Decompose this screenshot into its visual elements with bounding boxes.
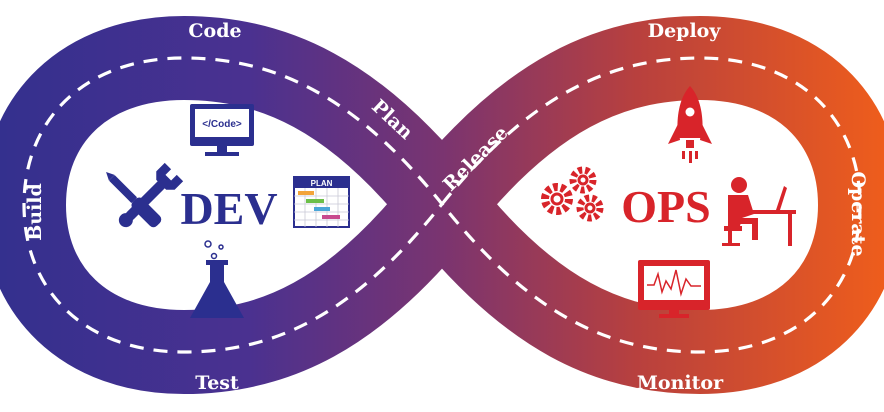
stage-label-operate: Operate [847,171,869,256]
stage-label-build: Build [24,183,46,241]
plan-board-icon: PLAN [293,176,350,228]
code-screen-text: </Code> [202,119,242,130]
gears-icon [541,166,604,222]
person-at-desk-icon [722,177,796,246]
tools-icon [106,162,184,228]
ops-title: OPS [621,181,710,232]
stage-label-code: Code [188,20,241,42]
stage-label-monitor: Monitor [637,372,724,394]
flask-icon [190,240,244,318]
stage-label-deploy: Deploy [648,20,722,42]
dev-title: DEV [180,183,277,234]
monitor-chart-icon [638,260,710,318]
plan-board-text: PLAN [311,179,333,188]
dashed-track [22,56,862,354]
rocket-icon [668,86,712,163]
stage-label-test: Test [195,372,239,394]
monitor-code-icon: </Code> [190,104,254,156]
